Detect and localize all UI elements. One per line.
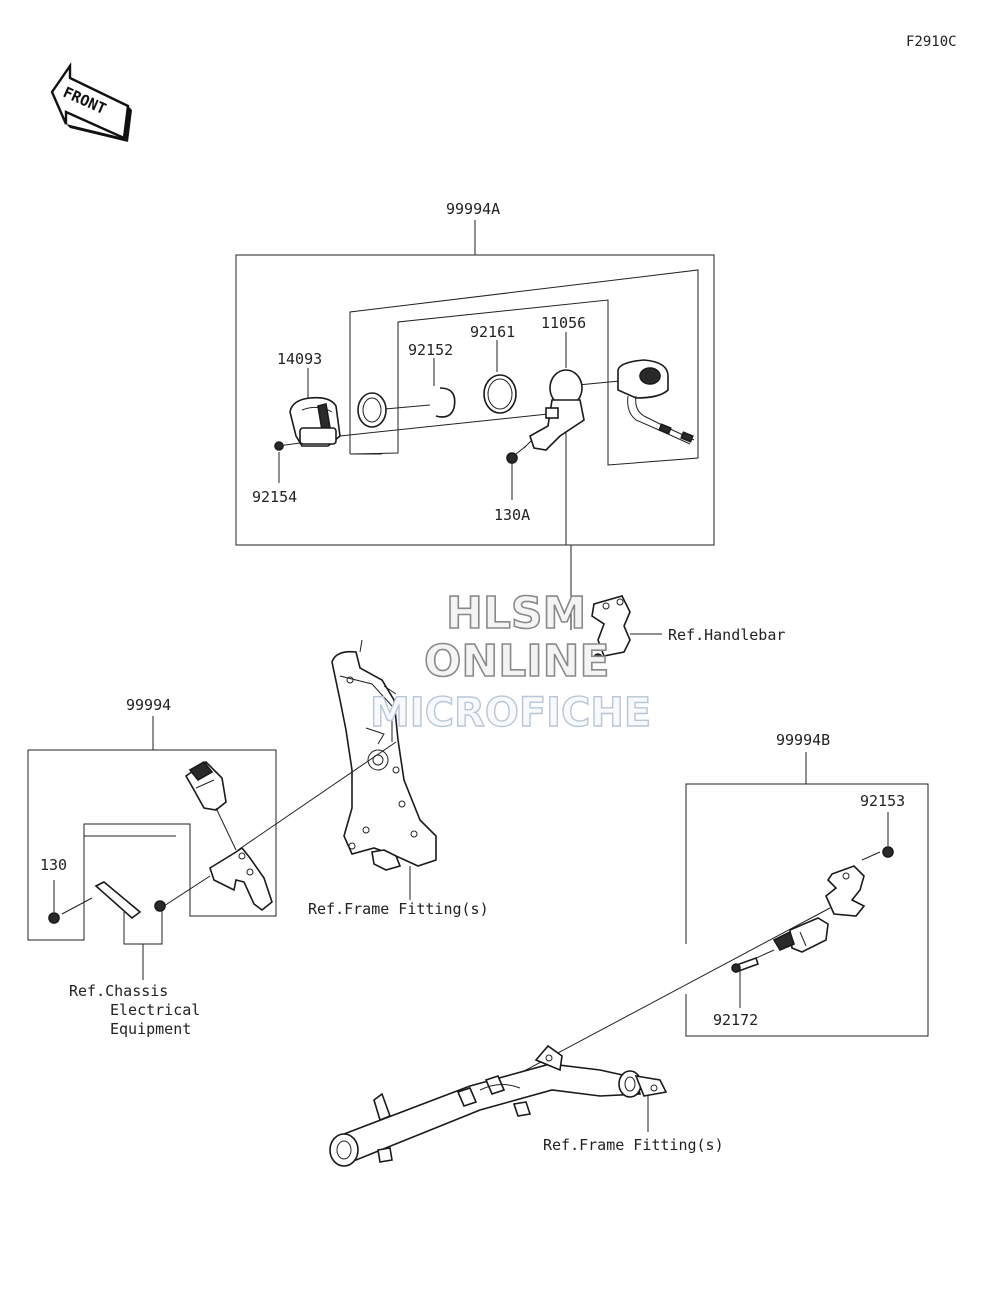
part-92153-screw <box>882 846 894 858</box>
assembly-label-99994: 99994 <box>126 696 171 714</box>
part-label-14093: 14093 <box>277 350 322 368</box>
part-14093-housing <box>289 396 341 447</box>
frame-tube <box>329 1044 668 1167</box>
part-92152-ring <box>357 392 387 428</box>
ref-label-chassis-line3: Equipment <box>110 1020 191 1038</box>
ref-label-chassis-line2: Electrical <box>110 1001 200 1019</box>
part-label-92152: 92152 <box>408 341 453 359</box>
watermark-line2: ONLINE <box>424 636 610 687</box>
part-11056-bracket <box>529 369 585 451</box>
ref-label-frame-fitting-2: Ref.Frame Fitting(s) <box>543 1136 724 1154</box>
watermark-line3: MICROFICHE <box>370 690 651 736</box>
watermark: HLSM ONLINE MICROFICHE <box>369 587 652 737</box>
part-socket-bracket <box>209 846 273 912</box>
part-b-bracket <box>825 865 866 917</box>
part-connector-plug <box>184 760 237 851</box>
watermark-line1: HLSM <box>446 588 586 639</box>
part-label-92172: 92172 <box>713 1011 758 1029</box>
part-power-socket <box>617 359 695 445</box>
part-92172-screw <box>731 956 760 974</box>
assembly-99994: 99994 130 <box>27 696 397 980</box>
part-label-92153: 92153 <box>860 792 905 810</box>
part-label-92161: 92161 <box>470 323 515 341</box>
ref-label-frame-fitting-1: Ref.Frame Fitting(s) <box>308 900 489 918</box>
part-130-bolt <box>48 880 60 924</box>
part-130-bolt-2 <box>154 900 166 912</box>
part-92152-clip <box>435 387 456 418</box>
part-strap <box>94 881 142 920</box>
part-130A-bolt <box>506 445 527 464</box>
assembly-99994B: 99994B 92153 92172 <box>495 731 929 1087</box>
part-label-130A: 130A <box>494 506 530 524</box>
ref-label-chassis-line1: Ref.Chassis <box>69 982 168 1000</box>
part-b-connector <box>772 917 829 953</box>
part-label-11056: 11056 <box>541 314 586 332</box>
part-label-130: 130 <box>40 856 67 874</box>
assembly-label-99994B: 99994B <box>776 731 830 749</box>
assembly-label-99994A: 99994A <box>446 200 500 218</box>
ref-handlebar-clamp <box>591 595 662 663</box>
part-label-92154: 92154 <box>252 488 297 506</box>
figure-code: F2910C <box>906 34 957 50</box>
part-92161-ring <box>483 374 517 414</box>
frame-fitting-plate <box>331 639 437 900</box>
assembly-99994A: 99994A <box>235 200 715 630</box>
ref-label-handlebar: Ref.Handlebar <box>668 626 785 644</box>
part-92154-screw <box>274 441 284 451</box>
front-arrow-icon: FRONT <box>50 62 132 142</box>
